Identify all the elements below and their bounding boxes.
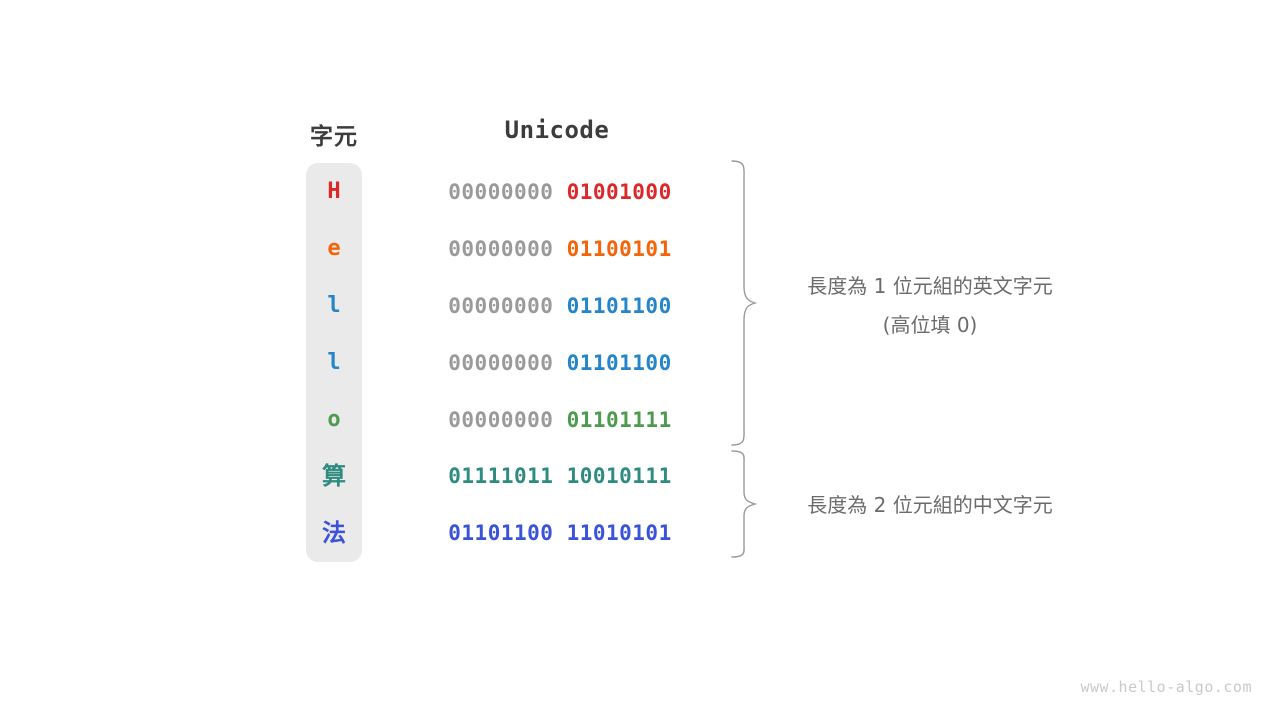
row-character: e	[327, 236, 341, 261]
row-character: l	[327, 350, 341, 375]
encoding-row: e 00000000 01100101	[306, 229, 726, 269]
row-binary-high-byte: 01101100	[448, 521, 554, 545]
encoding-row: o 00000000 01101111	[306, 400, 726, 440]
row-binary: 01111011 10010111	[430, 456, 690, 496]
row-binary: 00000000 01101111	[430, 400, 690, 440]
row-binary: 00000000 01101100	[430, 343, 690, 383]
annotation-ascii-line1: 長度為 1 位元組的英文字元	[807, 274, 1053, 298]
annotation-ascii: 長度為 1 位元組的英文字元 (高位填 0)	[760, 270, 1100, 338]
row-binary-low-byte: 01101111	[566, 408, 672, 432]
row-binary: 00000000 01101100	[430, 286, 690, 326]
character-column-background	[306, 163, 362, 562]
row-binary-low-byte: 01001000	[566, 180, 672, 204]
column-header-unicode: Unicode	[504, 116, 610, 144]
encoding-row: H 00000000 01001000	[306, 172, 726, 212]
encoding-row: 法 01101100 11010101	[306, 513, 726, 553]
row-binary-high-byte: 00000000	[448, 408, 554, 432]
encoding-row: l 00000000 01101100	[306, 343, 726, 383]
row-character: 算	[322, 462, 346, 490]
row-binary-low-byte: 11010101	[566, 521, 672, 545]
annotation-cjk: 長度為 2 位元組的中文字元	[760, 489, 1100, 518]
row-character: o	[327, 407, 341, 432]
row-binary-low-byte: 01100101	[566, 237, 672, 261]
row-binary: 01101100 11010101	[430, 513, 690, 553]
encoding-row: l 00000000 01101100	[306, 286, 726, 326]
encoding-row: 算 01111011 10010111	[306, 456, 726, 496]
annotation-ascii-line2: (高位填 0)	[882, 313, 978, 337]
row-character: H	[327, 179, 341, 204]
row-binary-low-byte: 10010111	[566, 464, 672, 488]
row-binary-low-byte: 01101100	[566, 351, 672, 375]
row-character: l	[327, 293, 341, 318]
row-binary-high-byte: 00000000	[448, 180, 554, 204]
row-binary-high-byte: 00000000	[448, 294, 554, 318]
row-binary-high-byte: 01111011	[448, 464, 554, 488]
row-binary: 00000000 01100101	[430, 229, 690, 269]
row-binary-high-byte: 00000000	[448, 351, 554, 375]
annotation-cjk-line1: 長度為 2 位元組的中文字元	[807, 493, 1053, 517]
watermark: www.hello-algo.com	[1080, 678, 1252, 696]
column-header-character: 字元	[310, 123, 358, 149]
row-binary-high-byte: 00000000	[448, 237, 554, 261]
row-binary: 00000000 01001000	[430, 172, 690, 212]
row-binary-low-byte: 01101100	[566, 294, 672, 318]
row-character: 法	[322, 519, 346, 547]
